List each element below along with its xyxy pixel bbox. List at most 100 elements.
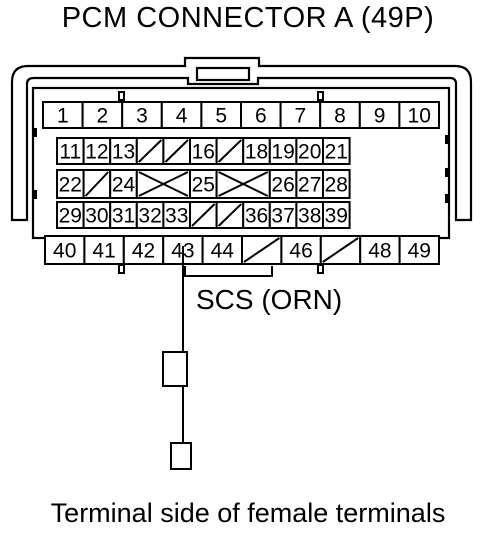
terminal-cell: 46 xyxy=(280,235,322,265)
terminal-number: 22 xyxy=(59,174,82,197)
terminal-cell: 9 xyxy=(358,101,401,129)
terminal-cell: 37 xyxy=(268,201,298,229)
unused-terminal-slash xyxy=(164,139,189,163)
key-mark-bottom-left xyxy=(118,264,125,274)
connector-title: PCM CONNECTOR A (49P) xyxy=(61,2,435,34)
terminal-number: 44 xyxy=(211,240,235,263)
latch-window xyxy=(195,66,251,82)
lock-tab-right xyxy=(445,135,450,144)
probe-connector-upper xyxy=(162,351,188,387)
terminal-cell: 8 xyxy=(319,101,361,129)
unused-terminal-slash xyxy=(243,237,280,263)
terminal-cell xyxy=(135,169,192,199)
terminal-number: 27 xyxy=(298,174,321,197)
terminal-number: 10 xyxy=(408,105,431,128)
terminal-number: 42 xyxy=(132,240,155,263)
wire-label: SCS (ORN) xyxy=(196,284,343,315)
terminal-cell: 6 xyxy=(240,101,282,129)
terminal-box xyxy=(81,101,124,129)
terminal-number: 20 xyxy=(298,141,321,164)
unused-terminal-slash xyxy=(84,171,109,197)
terminal-number: 9 xyxy=(374,105,386,128)
terminal-number: 26 xyxy=(271,174,294,197)
terminal-cell: 30 xyxy=(82,201,112,229)
terminal-cell xyxy=(82,169,112,199)
terminal-number: 28 xyxy=(325,174,348,197)
terminal-cell: 32 xyxy=(135,201,165,229)
terminal-number: 18 xyxy=(245,141,268,164)
unused-terminal-slash xyxy=(322,237,359,263)
terminal-box xyxy=(242,201,271,229)
unused-terminal-cross xyxy=(218,171,269,197)
terminal-number: 40 xyxy=(53,240,76,263)
terminal-number: 32 xyxy=(138,205,161,228)
terminal-box xyxy=(82,201,112,229)
terminal-number: 3 xyxy=(136,105,148,128)
terminal-box xyxy=(189,137,218,165)
terminal-box xyxy=(109,137,138,165)
terminal-cell: 41 xyxy=(83,235,125,265)
terminal-number: 33 xyxy=(165,205,188,228)
key-mark-top-left xyxy=(118,91,125,101)
terminal-box xyxy=(322,201,351,229)
terminal-number: 49 xyxy=(408,240,431,263)
terminal-cell: 48 xyxy=(359,235,401,265)
terminal-number: 38 xyxy=(298,205,321,228)
terminal-cell: 12 xyxy=(82,137,112,165)
terminal-number: 4 xyxy=(176,105,188,128)
terminal-cell xyxy=(215,201,245,229)
terminal-number: 48 xyxy=(368,240,391,263)
terminal-number: 31 xyxy=(112,205,135,228)
terminal-number: 24 xyxy=(112,174,136,197)
terminal-box xyxy=(162,201,191,229)
terminal-box xyxy=(83,235,125,265)
terminal-number: 29 xyxy=(59,205,82,228)
terminal-number: 12 xyxy=(85,141,108,164)
unused-terminal-slash xyxy=(138,139,163,163)
connector-shell xyxy=(10,56,473,222)
lock-tab-right-3 xyxy=(445,194,450,203)
terminal-box xyxy=(242,137,271,165)
terminal-cell: 24 xyxy=(109,169,138,199)
terminal-box xyxy=(359,235,401,265)
terminal-cell xyxy=(241,235,283,265)
terminal-cell: 26 xyxy=(268,169,298,199)
terminal-number: 7 xyxy=(295,105,307,128)
terminal-box xyxy=(295,169,324,199)
key-mark-bottom-right xyxy=(317,264,324,274)
terminal-side-caption: Terminal side of female terminals xyxy=(50,498,446,528)
terminal-cell xyxy=(162,137,191,165)
terminal-box xyxy=(56,201,85,229)
lock-tab-left xyxy=(32,128,37,137)
terminal-cell xyxy=(319,235,362,265)
terminal-cell: 7 xyxy=(279,101,322,129)
terminal-cell: 36 xyxy=(242,201,271,229)
terminal-cell: 4 xyxy=(160,101,203,129)
terminal-cell: 5 xyxy=(200,101,242,129)
terminal-cell: 40 xyxy=(44,235,86,265)
terminal-cell: 29 xyxy=(56,201,85,229)
terminal-cell: 18 xyxy=(242,137,271,165)
terminal-cell: 11 xyxy=(56,137,85,165)
terminal-number: 30 xyxy=(85,205,108,228)
terminal-cell: 10 xyxy=(398,101,440,129)
terminal-number: 19 xyxy=(271,141,294,164)
terminal-box xyxy=(322,169,351,199)
terminal-box xyxy=(295,137,324,165)
unused-terminal-slash xyxy=(217,139,242,163)
terminal-cell: 16 xyxy=(189,137,218,165)
lock-tab-right-2 xyxy=(445,168,450,177)
terminal-number: 6 xyxy=(255,105,267,128)
terminal-number: 39 xyxy=(325,205,348,228)
terminal-cell: 42 xyxy=(122,235,165,265)
terminal-number: 5 xyxy=(215,105,227,128)
terminal-number: 11 xyxy=(59,141,81,164)
terminal-cell: 33 xyxy=(162,201,191,229)
terminal-box xyxy=(295,201,324,229)
terminal-cell: 31 xyxy=(109,201,138,229)
terminal-cell: 1 xyxy=(42,101,84,129)
probe-connector-lower xyxy=(170,442,192,470)
terminal-cell xyxy=(215,137,245,165)
